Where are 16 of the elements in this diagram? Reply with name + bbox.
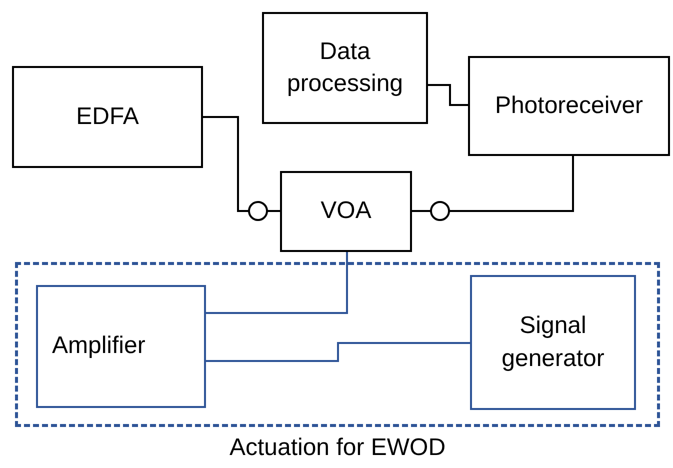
block-box [470, 275, 636, 410]
block-label: Data processing [286, 36, 404, 99]
block-label: Photoreceiver [494, 90, 644, 121]
connector-line [206, 252, 348, 314]
block-box [12, 66, 203, 168]
block-box [468, 56, 670, 156]
block-label: EDFA [76, 102, 139, 132]
group-label: Actuation for EWOD [228, 433, 447, 463]
connector-line [428, 84, 468, 106]
block-label: VOA [320, 196, 372, 226]
connector-line [206, 342, 470, 362]
block-box [36, 285, 206, 408]
block-label: Signal generator [500, 311, 606, 374]
block-box [280, 171, 412, 252]
block-label: Amplifier [52, 331, 146, 362]
block-box [262, 12, 428, 124]
